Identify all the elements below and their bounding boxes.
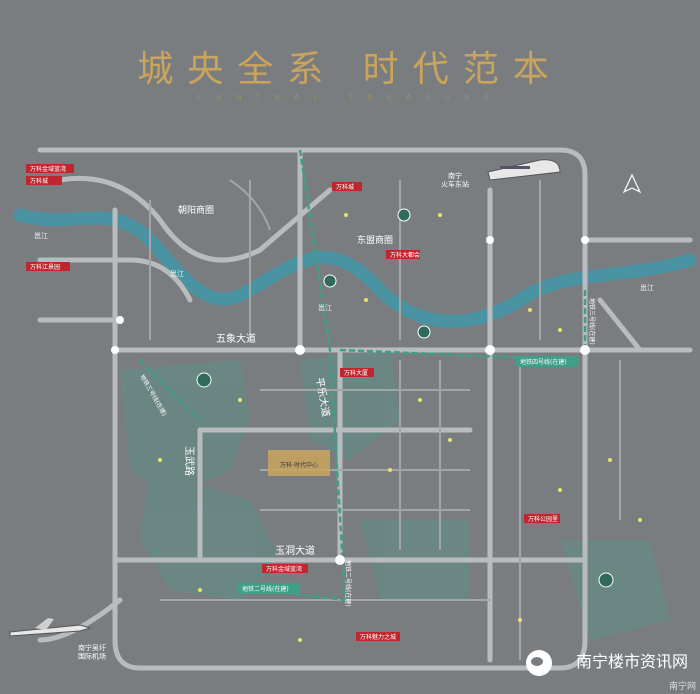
page-title: 城央全系 时代范本 — [137, 49, 563, 90]
river-label-east: 邕江 — [640, 283, 654, 292]
brand-marker-1: 万科金域蓝湾 — [30, 165, 66, 173]
metro-label-line4: 地铁四号线(在建) — [520, 358, 567, 366]
park-pins — [196, 208, 614, 588]
airplane-icon — [9, 618, 92, 637]
north-arrow-icon — [622, 173, 642, 194]
metro-label-line2-center: 地铁二号线(在建) — [344, 560, 352, 607]
brand-marker-2: 万科城 — [30, 177, 48, 185]
central-project-block — [268, 450, 330, 476]
brand-markers: 万科金域蓝湾 万科城 万科江景园 万科城 万科大厦 万科大都会 万科金域蓝湾 万… — [26, 164, 560, 641]
district-dongmeng: 东盟商圈 — [357, 234, 393, 246]
metro-label-east: 地铁三号线(在建) — [588, 298, 596, 345]
district-chaoyang: 朝阳商圈 — [178, 204, 214, 216]
airport-label: 南宁吴圩国际机场 — [78, 643, 106, 660]
brand-marker-3: 万科江景园 — [30, 263, 60, 271]
road-label-yudong: 玉洞大道 — [275, 544, 315, 557]
yong-river — [13, 208, 697, 328]
poi-dots — [158, 213, 642, 642]
interchanges — [111, 236, 590, 565]
page-subtitle: CENTRAL TREASURE — [197, 93, 503, 102]
river-label-center: 邕江 — [318, 303, 332, 312]
brand-marker-6: 万科大都会 — [390, 251, 420, 259]
central-project-label: 万科·时代中心 — [280, 461, 318, 469]
east-station-label: 南宁火车东站 — [441, 171, 469, 188]
watermark-text: 南宁楼市资讯网 — [575, 652, 688, 671]
brand-marker-5: 万科大厦 — [344, 369, 368, 377]
road-label-wuxiang: 五象大道 — [216, 332, 256, 345]
brand-marker-7: 万科金域蓝湾 — [266, 565, 302, 573]
minor-roads — [149, 179, 621, 660]
road-label-yuwu: 玉武路 — [183, 446, 196, 476]
river-label-mid: 邕江 — [170, 269, 184, 278]
train-icon — [487, 159, 561, 181]
brand-marker-4: 万科城 — [336, 183, 354, 191]
metro-label-line2-south: 地铁二号线(在建) — [242, 585, 289, 593]
brand-marker-8: 万科魅力之城 — [360, 633, 396, 641]
corner-tag: 南宁网 — [668, 682, 696, 692]
wechat-icon — [526, 650, 552, 676]
river-label-west: 邕江 — [34, 231, 48, 240]
brand-marker-9: 万科公园里 — [528, 515, 558, 523]
